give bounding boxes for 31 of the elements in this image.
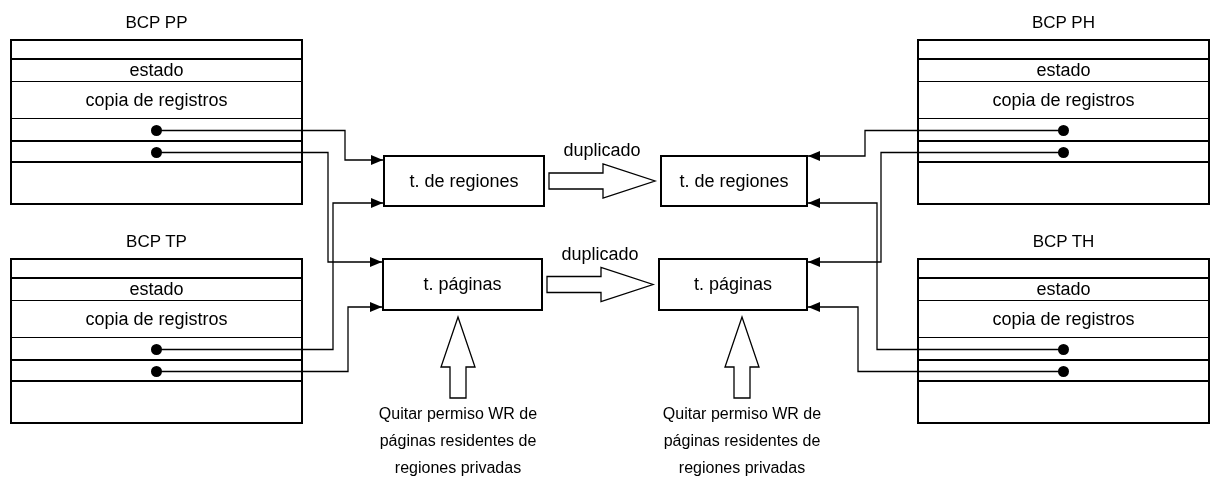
- block-arrow: [548, 163, 658, 199]
- table-row: estado: [12, 277, 301, 301]
- note-text: Quitar permiso WR de páginas residentes de regiones privadas: [377, 404, 539, 478]
- block-arrow: [724, 315, 760, 399]
- table-heading: BCP TH: [1031, 231, 1096, 253]
- pointer-arrow: [151, 147, 383, 267]
- table-row: estado: [919, 277, 1208, 301]
- table-box: t. de regiones: [660, 155, 808, 207]
- table-row: copia de registros: [919, 301, 1208, 338]
- table-box: t. páginas: [658, 258, 808, 311]
- table-row: estado: [12, 58, 301, 82]
- pointer-arrow: [807, 147, 1069, 267]
- pointer-arrow: [151, 125, 384, 165]
- table-row: estado: [919, 58, 1208, 82]
- table-row: copia de registros: [12, 82, 301, 119]
- pointer-arrow: [807, 302, 1069, 377]
- table-heading: BCP PP: [124, 12, 189, 34]
- note-text: Quitar permiso WR de páginas residentes de regiones privadas: [661, 404, 823, 478]
- pointer-arrow: [151, 302, 383, 377]
- edge-label: duplicado: [561, 140, 643, 161]
- table-heading: BCP PH: [1031, 12, 1096, 34]
- table-box: t. páginas: [382, 258, 543, 311]
- pointer-arrow: [807, 198, 1069, 355]
- table-heading: BCP TP: [125, 231, 188, 253]
- block-arrow: [440, 315, 476, 399]
- block-arrow: [546, 266, 656, 303]
- pointer-arrow: [151, 198, 384, 355]
- table-box: t. de regiones: [383, 155, 545, 207]
- table-row: copia de registros: [12, 301, 301, 338]
- pointer-arrow: [807, 125, 1069, 161]
- table-row: copia de registros: [919, 82, 1208, 119]
